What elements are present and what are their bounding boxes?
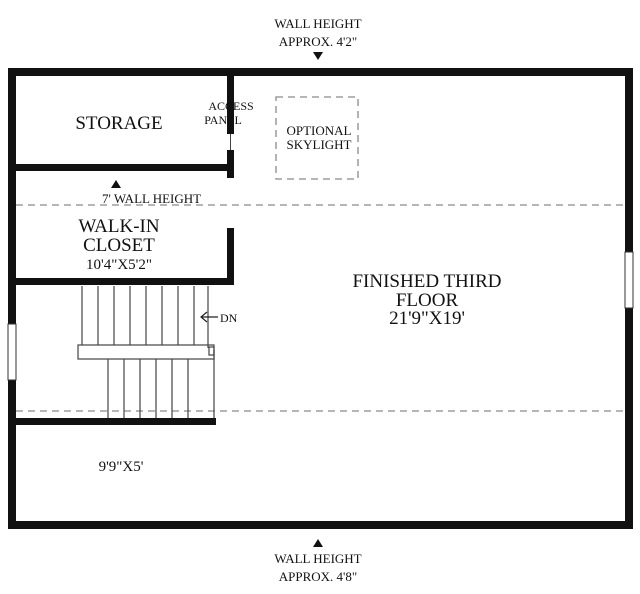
wall-height-top-value: APPROX. 4'2" [279, 34, 357, 49]
wall-height-7ft-arrow-icon [111, 180, 121, 188]
outer-wall-top [8, 68, 633, 76]
stair-wall-bottom [16, 418, 216, 425]
finished-floor-dimensions: 21'9"X19' [389, 308, 465, 329]
stair-direction-arrow-icon [200, 311, 218, 323]
wall-height-top-arrow-icon [313, 52, 323, 60]
optional-skylight-label-2: SKYLIGHT [287, 137, 352, 152]
outer-wall-bottom [8, 521, 633, 529]
outer-wall-left [8, 68, 16, 529]
lower-area-dimensions: 9'9"X5' [99, 459, 144, 475]
wall-height-bottom-arrow-icon [313, 539, 323, 547]
optional-skylight-outline [275, 96, 359, 180]
window-right [624, 251, 634, 309]
finished-floor-label-1: FINISHED THIRD [352, 271, 501, 292]
storage-wall-bottom [16, 164, 227, 171]
finished-floor-label-2: FLOOR [396, 290, 459, 311]
wall-height-bottom-label: WALL HEIGHT [274, 551, 361, 566]
walk-in-closet-dimensions: 10'4"X5'2" [86, 257, 152, 273]
access-panel-label-1: ACCESS [208, 99, 253, 113]
wall-height-7ft-label: 7' WALL HEIGHT [102, 191, 201, 206]
optional-skylight-label-1: OPTIONAL [287, 123, 352, 138]
wall-height-bottom-value: APPROX. 4'8" [279, 569, 357, 584]
wall-height-top-label: WALL HEIGHT [274, 16, 361, 31]
closet-wall-right [227, 228, 234, 285]
access-panel-label-2: PANEL [204, 113, 242, 127]
window-left [7, 323, 17, 381]
storage-wall-right-lower [227, 150, 234, 178]
storage-wall-right [227, 76, 234, 134]
staircase [77, 286, 215, 418]
stair-direction-label: DN [220, 311, 238, 325]
walk-in-closet-label-2: CLOSET [83, 235, 155, 256]
walk-in-closet-label-1: WALK-IN [78, 216, 160, 237]
storage-label: STORAGE [75, 113, 162, 134]
closet-wall-bottom [16, 278, 234, 285]
